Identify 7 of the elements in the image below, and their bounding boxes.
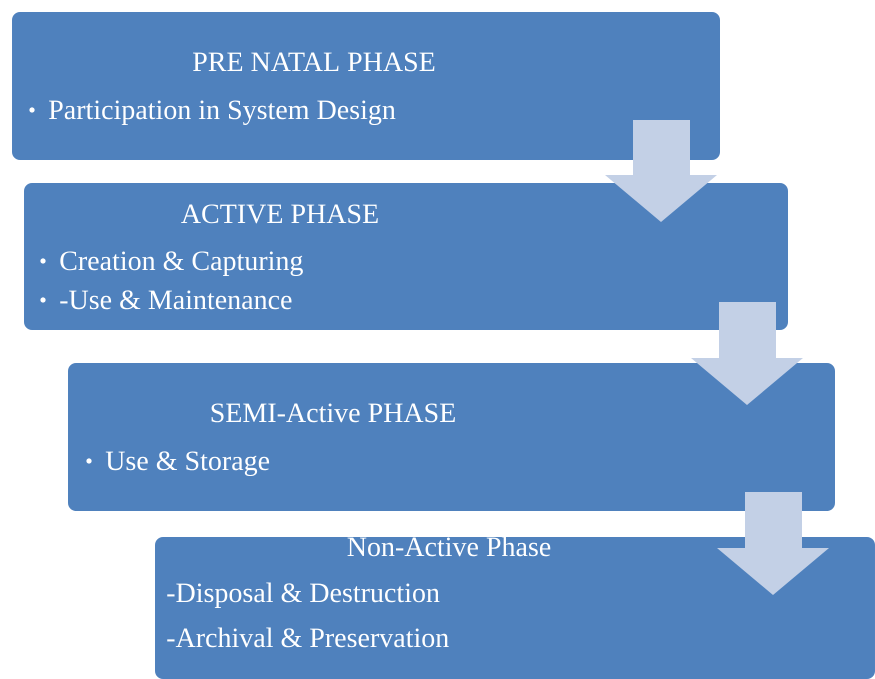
process-box: ACTIVE PHASE Creation & Capturing -Use & Maintenance — [24, 183, 788, 330]
block-arrow — [717, 492, 829, 595]
block-arrow — [605, 120, 717, 222]
process-box: SEMI-Active PHASE Use & Storage — [68, 363, 835, 511]
block-arrow — [691, 302, 803, 405]
process-box: Non-Active Phase -Disposal & Destruction -Archival & Preservation — [155, 536, 875, 679]
process-box: PRE NATAL PHASE Participation in System Design — [12, 12, 720, 160]
